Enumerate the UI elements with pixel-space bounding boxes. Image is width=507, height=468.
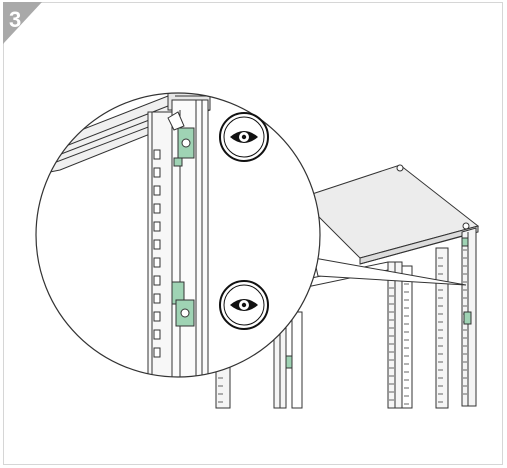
mounting-bracket <box>463 311 472 325</box>
eye-icon <box>219 280 269 330</box>
eye-icon <box>219 112 269 162</box>
mounting-bracket-upper <box>167 111 195 167</box>
rack-cabinet <box>215 164 480 409</box>
step-number: 3 <box>9 7 21 32</box>
mounting-bracket-lower <box>171 281 195 327</box>
vertical-rail <box>401 265 413 409</box>
vertical-rail <box>387 261 403 409</box>
magnified-detail <box>35 92 321 378</box>
step-badge: 3 <box>3 2 42 44</box>
vertical-rail <box>435 247 449 409</box>
